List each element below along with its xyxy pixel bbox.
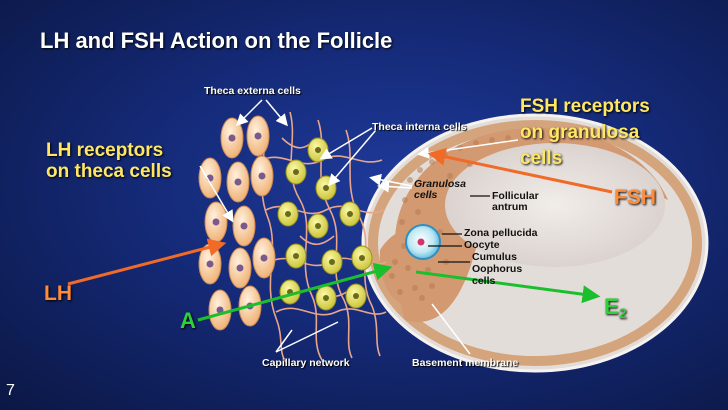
fsh-arrow <box>427 147 613 194</box>
cumulus-label: Cumulus <box>472 251 517 263</box>
pointer-basement <box>431 303 471 355</box>
estradiol-label-main: E <box>604 294 619 319</box>
granulosa-label-line2: cells <box>414 189 438 201</box>
theca-externa-label: Theca externa cells <box>204 85 301 97</box>
short-pointer-lines <box>428 195 490 263</box>
estradiol-label: E2 <box>604 294 626 321</box>
fsh-label: FSH <box>614 186 656 209</box>
oocyte-label: Oocyte <box>464 239 500 251</box>
androgen-label: A <box>180 308 196 333</box>
lh-label: LH <box>44 282 72 305</box>
pointer-theca-interna-2 <box>328 129 377 187</box>
fsh-receptors-label-line3: cells <box>520 148 563 169</box>
antrum-label-line1: Follicular <box>492 190 539 202</box>
oocyte-drawing <box>405 224 441 260</box>
fsh-receptors-label-line2: on granulosa <box>520 122 640 143</box>
follicle <box>361 113 709 373</box>
lh-receptors-label-line2: on theca cells <box>46 161 172 182</box>
estradiol-label-subscript: 2 <box>618 305 627 321</box>
pointer-granulosa-2 <box>377 180 413 193</box>
pointer-capillary-2 <box>275 321 339 353</box>
theca-externa-nuclei <box>206 132 268 314</box>
lh-receptors-label-line1: LH receptors <box>46 140 164 161</box>
pointer-granulosa-1 <box>369 173 413 187</box>
androgen-arrow <box>197 262 393 322</box>
zona-pellucida-label: Zona pellucida <box>464 227 538 239</box>
granulosa-label-line1: Granulosa <box>414 178 466 190</box>
theca-interna-label: Theca interna cells <box>372 121 467 133</box>
pointer-theca-interna-1 <box>319 127 373 160</box>
antrum-label-line2: antrum <box>492 201 528 213</box>
estradiol-arrow <box>415 270 601 304</box>
oophorus-cells-label: cells <box>472 275 496 287</box>
basement-membrane-label: Basement membrane <box>412 357 519 369</box>
pointer-theca-externa-2 <box>265 99 288 127</box>
theca-externa-cells <box>198 115 276 331</box>
page-number: 7 <box>6 382 15 399</box>
oophorus-label: Oophorus <box>472 263 523 275</box>
lh-arrow <box>67 238 227 286</box>
pointer-capillary-1 <box>275 329 293 353</box>
capillary-network-label: Capillary network <box>262 357 350 369</box>
slide-title: LH and FSH Action on the Follicle <box>40 28 393 53</box>
pointer-theca-externa-1 <box>235 99 263 127</box>
pointer-lh-receptors <box>199 165 234 223</box>
fsh-receptors-label-line1: FSH receptors <box>520 96 650 117</box>
